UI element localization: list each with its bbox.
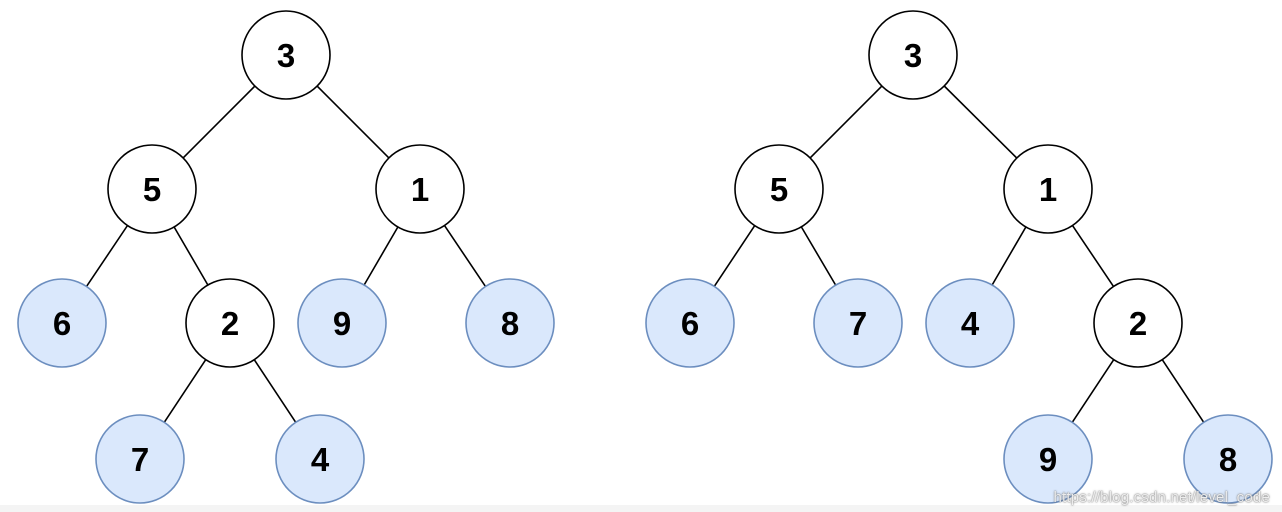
internal-node-circle (868, 10, 958, 100)
node-label: 6 (53, 305, 71, 342)
leaf-node-circle (95, 414, 185, 504)
internal-node-circle (107, 144, 197, 234)
leaf-node-circle (275, 414, 365, 504)
internal-node-circle (241, 10, 331, 100)
edge-left-tree-a2-a4 (253, 359, 297, 423)
edge-right-tree-b3-b5 (809, 85, 883, 159)
leaf-node-circle (465, 278, 555, 368)
right-tree-node-6: 6 (645, 278, 735, 368)
right-tree-node-4: 4 (925, 278, 1015, 368)
edge-left-tree-a1-a9 (363, 226, 399, 286)
node-label: 9 (333, 305, 351, 342)
edge-left-tree-a5-a6 (85, 225, 129, 287)
bottom-strip (0, 505, 1282, 512)
node-label: 7 (131, 441, 149, 478)
edge-left-tree-a3-a1 (316, 85, 390, 159)
node-label: 1 (1039, 171, 1057, 208)
edge-left-tree-a1-a8 (443, 225, 487, 287)
edge-right-tree-b5-b7 (800, 226, 837, 286)
left-tree-node-4: 4 (275, 414, 365, 504)
node-label: 2 (1129, 305, 1147, 342)
leaf-node-circle (645, 278, 735, 368)
edge-right-tree-b1-b4 (991, 226, 1027, 286)
left-tree-node-6: 6 (17, 278, 107, 368)
leaf-node-circle (297, 278, 387, 368)
leaf-node-circle (1183, 414, 1273, 504)
internal-node-circle (734, 144, 824, 234)
internal-node-circle (185, 278, 275, 368)
tree-nodes: 3 5 1 6 2 9 8 7 4 3 5 1 6 7 4 2 9 8 (17, 10, 1273, 504)
right-tree-node-3: 3 (868, 10, 958, 100)
left-tree-node-1: 1 (375, 144, 465, 234)
node-label: 9 (1039, 441, 1057, 478)
edge-right-tree-b1-b2 (1071, 225, 1115, 287)
edge-right-tree-b5-b6 (713, 225, 756, 287)
internal-node-circle (375, 144, 465, 234)
node-label: 5 (770, 171, 788, 208)
node-label: 7 (849, 305, 867, 342)
right-tree-node-5: 5 (734, 144, 824, 234)
internal-node-circle (1093, 278, 1183, 368)
left-tree-node-2: 2 (185, 278, 275, 368)
node-label: 1 (411, 171, 429, 208)
right-tree-node-2: 2 (1093, 278, 1183, 368)
watermark: https://blog.csdn.net/level_code (1053, 489, 1270, 506)
edge-right-tree-b3-b1 (943, 85, 1018, 159)
left-tree-node-7: 7 (95, 414, 185, 504)
node-label: 4 (961, 305, 980, 342)
edge-left-tree-a2-a7 (163, 359, 207, 423)
edge-left-tree-a3-a5 (182, 85, 256, 159)
node-label: 2 (221, 305, 239, 342)
leaf-node-circle (925, 278, 1015, 368)
left-tree-node-5: 5 (107, 144, 197, 234)
right-tree-node-7: 7 (813, 278, 903, 368)
node-label: 8 (501, 305, 519, 342)
node-label: 5 (143, 171, 161, 208)
right-tree-node-1: 1 (1003, 144, 1093, 234)
edge-left-tree-a5-a2 (173, 226, 209, 286)
internal-node-circle (1003, 144, 1093, 234)
left-tree-node-8: 8 (465, 278, 555, 368)
tree-edges (85, 85, 1205, 423)
node-label: 8 (1219, 441, 1237, 478)
leaf-node-circle (813, 278, 903, 368)
left-tree-node-3: 3 (241, 10, 331, 100)
right-tree-node-8: 8 (1183, 414, 1273, 504)
leaf-node-circle (17, 278, 107, 368)
node-label: 3 (277, 37, 295, 74)
edge-right-tree-b2-b8 (1161, 359, 1205, 423)
left-tree-node-9: 9 (297, 278, 387, 368)
edge-right-tree-b2-b9 (1071, 359, 1115, 423)
leaf-node-circle (1003, 414, 1093, 504)
node-label: 3 (904, 37, 922, 74)
node-label: 6 (681, 305, 699, 342)
node-label: 4 (311, 441, 330, 478)
right-tree-node-9: 9 (1003, 414, 1093, 504)
